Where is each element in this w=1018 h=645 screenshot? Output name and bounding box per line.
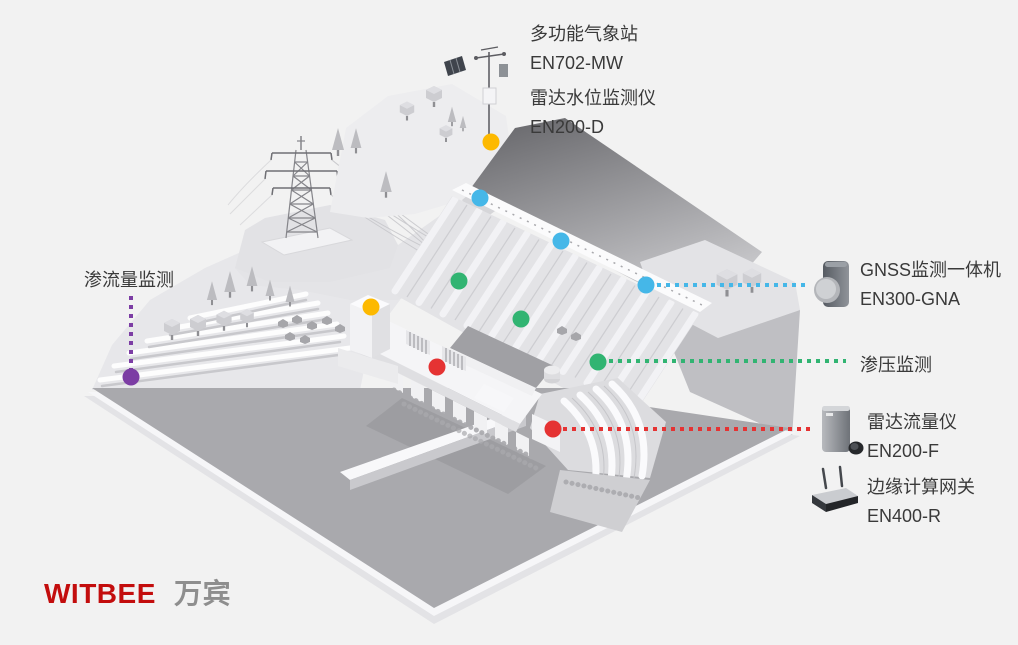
logo-wanbin: 万宾 — [174, 578, 232, 609]
gnss-device-icon — [813, 259, 853, 316]
callout-model: EN400-R — [867, 506, 942, 526]
callout-title: GNSS监测一体机 — [860, 260, 1002, 280]
marker-station-building — [362, 298, 380, 316]
callout-title: 雷达流量仪 — [867, 412, 957, 432]
marker-dam-face-middle — [512, 310, 530, 328]
marker-spillway-outlet — [544, 420, 562, 438]
radar-flow-device-icon — [816, 402, 864, 463]
callout-title: 多功能气象站 — [530, 24, 638, 44]
logo-witbee: WITBEE — [44, 578, 156, 609]
marker-dam-crest-right — [637, 276, 655, 294]
leader-line-gnss — [657, 283, 809, 287]
callout-model: EN702-MW — [530, 53, 624, 73]
edge-gateway-router-icon — [806, 464, 860, 519]
callout-seepage-pressure: 渗压监测 — [860, 351, 932, 380]
marker-dam-crest-middle — [552, 232, 570, 250]
marker-seepage-flow-point — [122, 368, 140, 386]
marker-dam-crest-left — [471, 189, 489, 207]
pylon-plateau — [235, 205, 398, 282]
callout-edge-gateway: 边缘计算网关 EN400-R — [867, 473, 975, 531]
callout-gnss-monitor: GNSS监测一体机 EN300-GNA — [860, 256, 1001, 314]
callout-title: 渗压监测 — [860, 355, 932, 375]
logo: WITBEE 万宾 — [44, 572, 231, 612]
callout-title: 雷达水位监测仪 — [530, 88, 656, 108]
callout-title: 渗流量监测 — [84, 270, 174, 290]
weather-station-mast-icon — [444, 46, 508, 140]
callout-weather-station: 多功能气象站 EN702-MW — [530, 20, 638, 78]
callout-radar-flow-meter: 雷达流量仪 EN200-F — [867, 408, 957, 466]
callout-model: EN200-D — [530, 117, 605, 137]
callout-radar-water-level: 雷达水位监测仪 EN200-D — [530, 84, 656, 142]
leader-line-seepage-pressure — [609, 359, 846, 363]
callout-model: EN300-GNA — [860, 289, 961, 309]
marker-dam-face-upper — [450, 272, 468, 290]
marker-weather-station — [482, 133, 500, 151]
callout-seepage-flow: 渗流量监测 — [84, 266, 174, 295]
marker-dam-face-lower — [589, 353, 607, 371]
callout-model: EN200-F — [867, 441, 940, 461]
marker-powerhouse-outlet — [428, 358, 446, 376]
leader-line-radar-flow — [563, 427, 815, 431]
leader-line-seepage-flow — [129, 296, 133, 370]
powerhouse — [338, 295, 560, 473]
transmission-tower — [264, 136, 339, 239]
callout-title: 边缘计算网关 — [867, 477, 975, 497]
